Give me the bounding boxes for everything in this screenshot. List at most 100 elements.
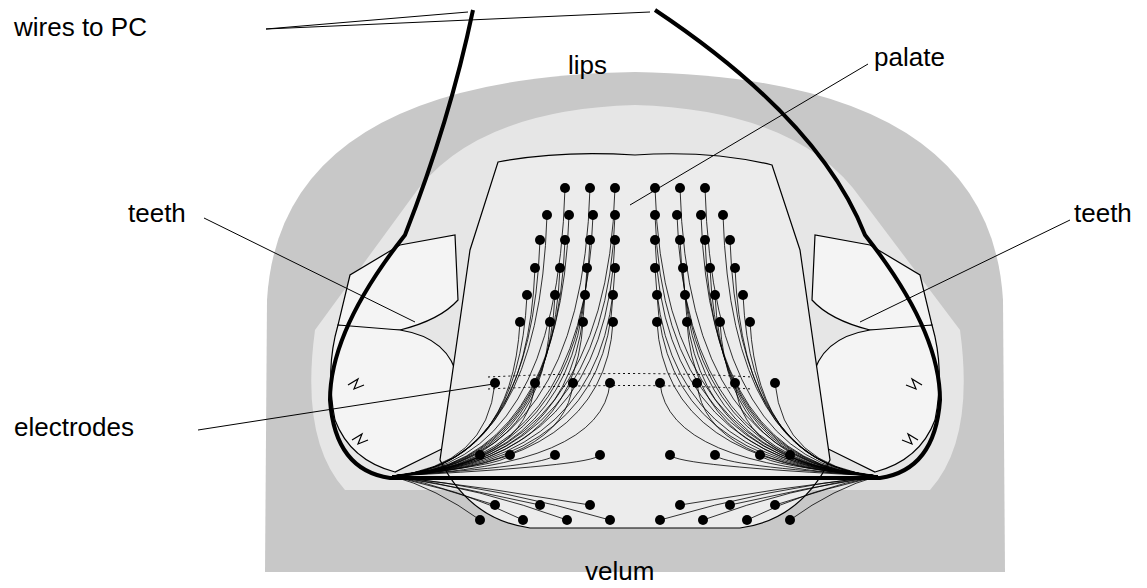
electrode: [550, 450, 560, 460]
electrode: [545, 317, 555, 327]
electrode-wire: [715, 455, 878, 476]
electrode: [698, 515, 708, 525]
electrode-wire: [790, 455, 878, 476]
electrode-wire: [392, 383, 610, 476]
electrode: [610, 210, 620, 220]
electrode-wire: [703, 476, 878, 520]
electrode-wire: [701, 215, 878, 476]
electrode-wire: [715, 295, 878, 476]
electrode: [675, 235, 685, 245]
electrode: [535, 500, 545, 510]
electrode-wire: [392, 215, 615, 476]
electrode: [610, 183, 620, 193]
electrode-wire: [392, 322, 550, 476]
electrode: [655, 378, 665, 388]
electrode: [770, 500, 780, 510]
electrode-wire: [750, 322, 878, 476]
electrode: [578, 317, 588, 327]
electrode: [742, 515, 752, 525]
electrode: [515, 317, 525, 327]
electrode: [518, 515, 528, 525]
electrode: [555, 263, 565, 273]
electrode: [562, 515, 572, 525]
electrode: [682, 317, 692, 327]
electrode-wire: [710, 268, 878, 476]
electrode: [725, 235, 735, 245]
palate-label: palate: [874, 44, 945, 70]
electrode-wire: [392, 240, 540, 476]
electrode: [710, 290, 720, 300]
electrode: [718, 210, 728, 220]
leader-lines: [198, 12, 1070, 430]
electrode: [730, 263, 740, 273]
electrode: [522, 290, 532, 300]
electrode: [738, 290, 748, 300]
electrode: [535, 235, 545, 245]
electrode: [680, 290, 690, 300]
lips-label: lips: [568, 52, 607, 78]
electrode-wire: [685, 295, 878, 476]
electrode-wire: [735, 383, 878, 476]
electrode-wire: [687, 322, 878, 476]
electrode-wire: [392, 322, 613, 476]
electrode: [745, 317, 755, 327]
electrode: [505, 450, 515, 460]
electrode: [652, 317, 662, 327]
electrode: [475, 450, 485, 460]
electrode-wire: [392, 455, 600, 476]
electrode: [650, 235, 660, 245]
electrode: [770, 378, 780, 388]
electrode-wire: [392, 215, 547, 476]
electrode: [585, 183, 595, 193]
electrode: [710, 450, 720, 460]
electrode: [705, 263, 715, 273]
electrode: [580, 290, 590, 300]
electrode: [605, 515, 615, 525]
electrode-wire: [392, 215, 569, 476]
electrode: [665, 450, 675, 460]
electrode: [560, 183, 570, 193]
electrode: [652, 290, 662, 300]
wires-label: wires to PC: [14, 14, 147, 40]
electrode-wire: [392, 188, 590, 476]
electrode-wire: [680, 188, 878, 476]
electrode-wire: [790, 476, 878, 520]
electrode-wire: [392, 322, 520, 476]
electrode: [585, 235, 595, 245]
electrode-wire: [392, 240, 615, 476]
electrode: [650, 263, 660, 273]
electrode-wire: [670, 455, 878, 476]
electrode-wire: [392, 295, 613, 476]
electrode: [785, 450, 795, 460]
electrodes-label: electrodes: [14, 414, 134, 440]
electrode: [564, 210, 574, 220]
electrode-wire: [723, 215, 878, 476]
electrode: [730, 378, 740, 388]
electrode: [608, 290, 618, 300]
electrode-wire: [392, 322, 583, 476]
electrode: [582, 263, 592, 273]
electrode: [610, 235, 620, 245]
teeth-label: teeth: [1074, 200, 1132, 226]
electrode-wire: [705, 240, 878, 476]
electrode-wire: [392, 295, 585, 476]
electrode-wire: [660, 383, 878, 476]
electrode: [585, 500, 595, 510]
electrode-wire: [730, 240, 878, 476]
electrode: [550, 290, 560, 300]
electrode: [560, 235, 570, 245]
electrode: [755, 450, 765, 460]
electrode-wire: [392, 188, 615, 476]
electrode-wire: [392, 240, 590, 476]
electrode: [588, 210, 598, 220]
electrode-wire: [392, 455, 555, 476]
electrode: [530, 378, 540, 388]
electrode-wire: [392, 455, 480, 476]
electrode: [700, 183, 710, 193]
electrode: [692, 378, 702, 388]
electrode: [700, 235, 710, 245]
electrode-wire: [655, 215, 878, 476]
electrode-wire: [660, 476, 878, 520]
mouth-area: [265, 72, 1005, 572]
